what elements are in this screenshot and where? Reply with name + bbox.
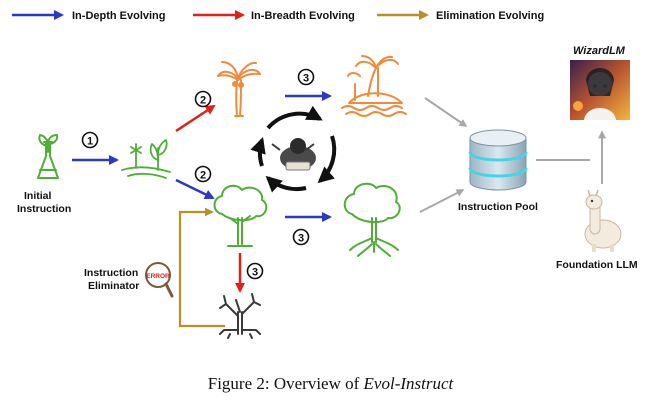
sprout-flask-icon [37,134,59,179]
alpaca-icon [584,189,622,252]
database-icon [468,129,528,191]
island-icon [341,55,407,117]
step-badge-1: 1 [81,131,99,149]
initial-instruction-label-line1: Initial [24,190,52,202]
svg-text:ERROR: ERROR [146,273,170,280]
withered-tree-icon [219,293,261,339]
step-badge-2-lower: 2 [194,165,212,183]
svg-text:3: 3 [298,233,304,245]
svg-text:2: 2 [200,170,206,182]
wizard-character-icon [271,138,316,171]
magnifier-error-icon: ERROR [145,262,174,298]
evolution-cycle-icon [250,105,337,193]
green-tree-icon [213,184,268,247]
gray-arrow-tree-to-pool [419,189,465,213]
legend-elimination-label: Elimination Evolving [436,10,544,22]
palm-tree-icon [217,61,261,117]
legend-in-breadth-label: In-Breadth Evolving [251,10,355,22]
step-badge-3-lower: 3 [246,262,264,280]
sprouts-icon [121,139,171,179]
instruction-pool-label: Instruction Pool [458,201,538,213]
elimination-bracket [178,207,225,328]
rooted-tree-icon [343,182,401,257]
foundation-llm-label: Foundation LLM [556,259,638,271]
step-badge-2-upper: 2 [194,90,212,108]
step-badge-3-middle: 3 [292,228,310,246]
initial-instruction-label-line2: Instruction [17,203,71,215]
in-breadth-arrow-to-palm [175,104,216,133]
in-depth-arrow-to-tree [175,178,215,200]
wizardlm-label: WizardLM [573,45,626,57]
legend: In-Depth Evolving In-Breadth Evolving El… [12,10,544,22]
svg-text:3: 3 [303,73,309,85]
instruction-eliminator-label-line1: Instruction [84,267,138,279]
caption-emphasis: Evol-Instruct [363,374,454,393]
caption-prefix: Figure 2: Overview of [207,374,364,393]
wizardlm-portrait [570,60,630,120]
figure-caption: Figure 2: Overview of Evol-Instruct [0,374,661,394]
instruction-eliminator-label-line2: Eliminator [88,280,139,292]
gray-arrow-island-to-pool [424,97,468,127]
legend-in-depth-label: In-Depth Evolving [72,10,166,22]
step-badge-3-upper: 3 [297,68,315,86]
svg-text:3: 3 [252,267,258,279]
svg-text:1: 1 [87,136,93,148]
svg-text:2: 2 [200,95,206,107]
